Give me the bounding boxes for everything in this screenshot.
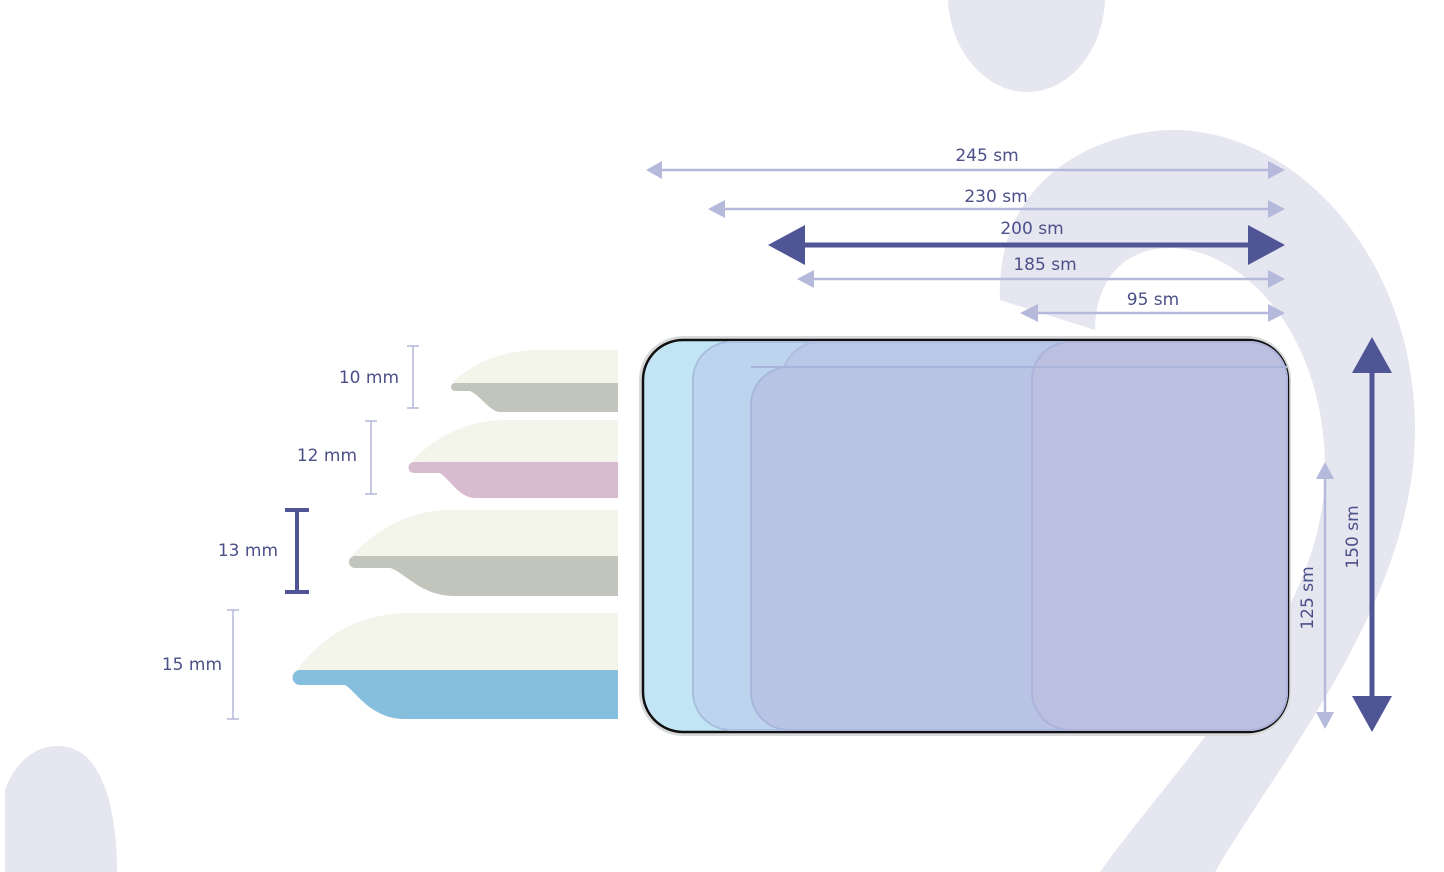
- bracket-15mm: [227, 609, 239, 720]
- top-blob: [948, 0, 1105, 92]
- pillow-13mm: [349, 510, 618, 596]
- length-arrow-230: [708, 200, 1285, 218]
- pillow-12mm: [408, 420, 618, 498]
- pillow-label: 10 mm: [339, 368, 399, 388]
- bottom-left-blob: [5, 746, 117, 872]
- width-label: 150 sm: [1343, 505, 1363, 568]
- pillow-15mm: [292, 613, 618, 719]
- length-arrow-200: [768, 225, 1285, 265]
- bracket-10mm: [407, 345, 419, 409]
- pillow-label: 15 mm: [162, 655, 222, 675]
- length-arrow-95: [1020, 304, 1285, 322]
- width-label: 125 sm: [1298, 566, 1318, 629]
- length-arrow-245: [646, 161, 1285, 179]
- background-decoration: [5, 0, 1415, 872]
- length-label: 230 sm: [964, 187, 1027, 207]
- bed-sizes: [639, 336, 1291, 736]
- pillow-10mm: [451, 350, 618, 412]
- length-arrows: [646, 161, 1285, 322]
- width-arrow-125: [1316, 462, 1334, 729]
- width-arrow-150: [1352, 337, 1392, 732]
- length-label: 95 sm: [1127, 290, 1179, 310]
- thickness-brackets: [227, 345, 419, 720]
- bracket-13mm: [285, 508, 309, 594]
- length-label: 200 sm: [1000, 219, 1063, 239]
- length-arrow-185: [797, 270, 1285, 288]
- length-label: 245 sm: [955, 146, 1018, 166]
- length-label: 185 sm: [1013, 255, 1076, 275]
- curved-ribbon: [999, 129, 1415, 872]
- bracket-12mm: [365, 420, 377, 495]
- pillow-label: 13 mm: [218, 541, 278, 561]
- pillow-label: 12 mm: [297, 446, 357, 466]
